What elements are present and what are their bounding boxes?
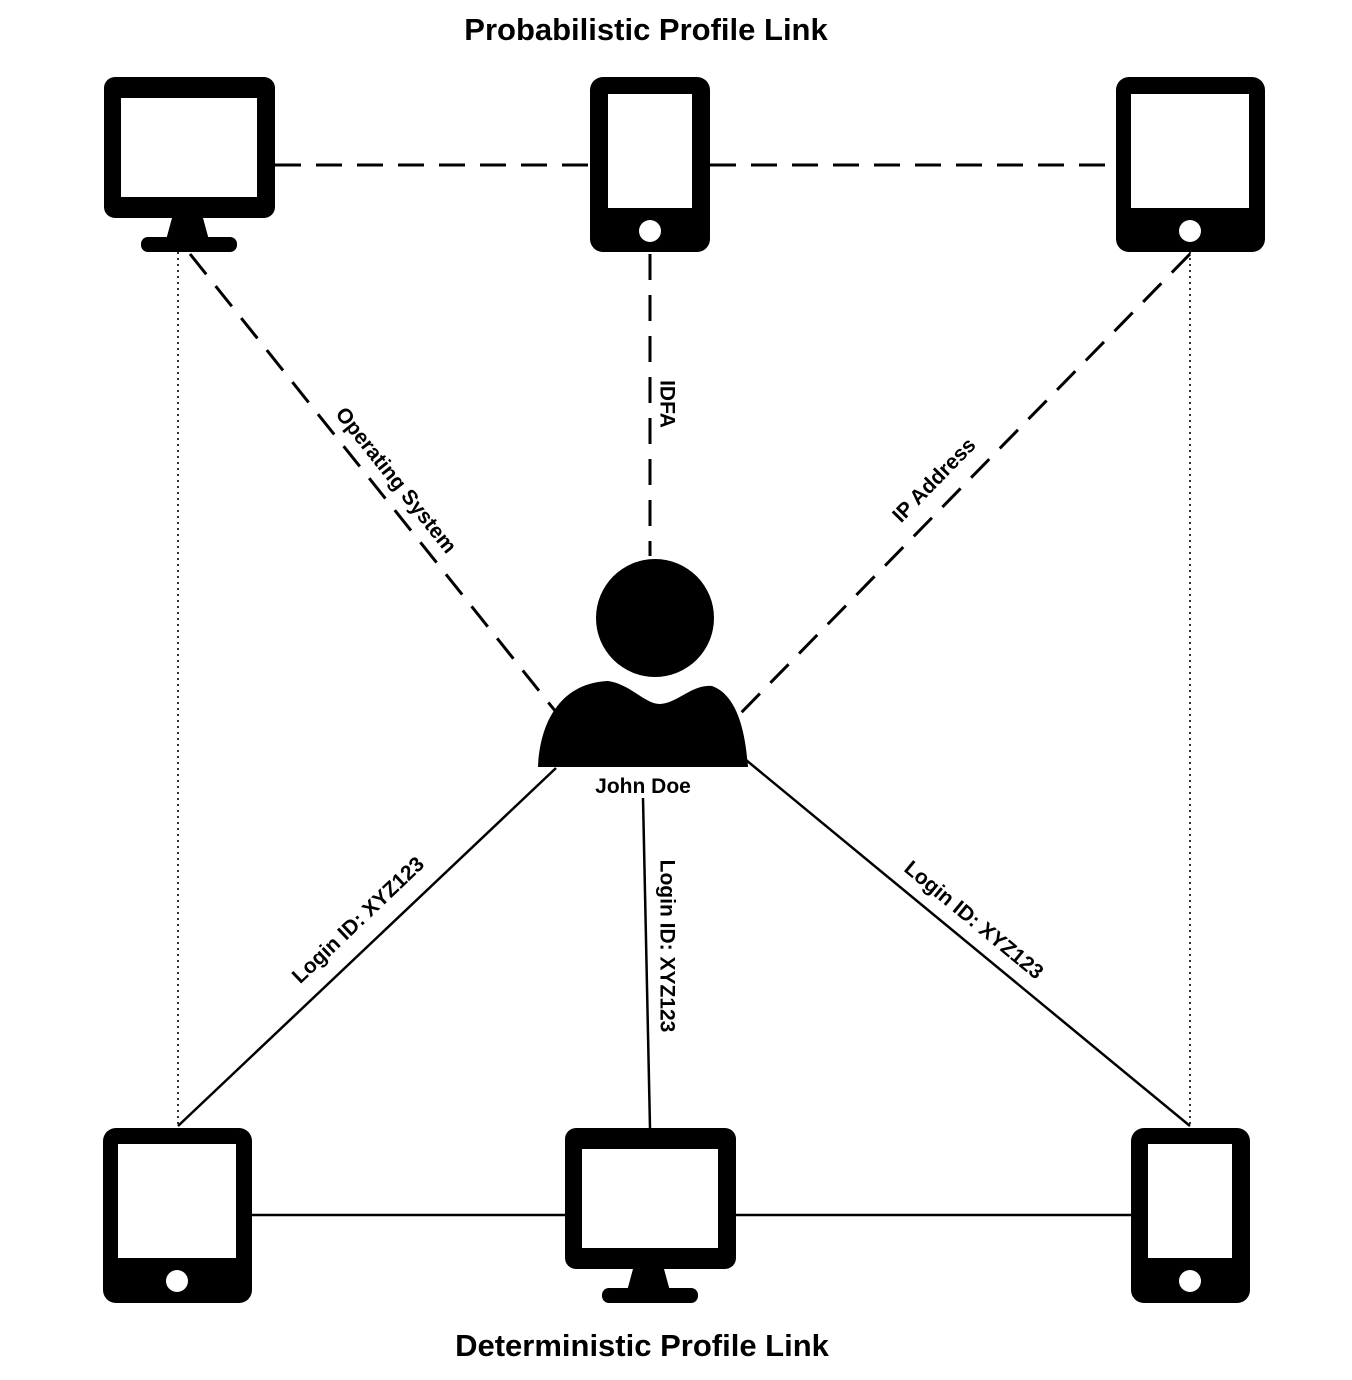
login-id-label-desktop: Login ID: XYZ123 [655, 860, 678, 1033]
login-id-label-phone: Login ID: XYZ123 [900, 856, 1048, 984]
tablet-icon [1116, 77, 1265, 252]
login-id-label-tablet: Login ID: XYZ123 [288, 853, 429, 989]
idfa-label: IDFA [655, 380, 678, 428]
phone-icon [590, 77, 710, 252]
login-id-link-tablet [177, 767, 557, 1127]
operating-system-link [188, 253, 558, 713]
operating-system-label: Operating System [331, 403, 461, 558]
ip-address-link [734, 252, 1192, 720]
login-id-link-desktop [641, 797, 652, 1129]
desktop-icon [104, 77, 275, 252]
user-name: John Doe [595, 775, 691, 798]
ip-address-label: IP Address [888, 434, 980, 528]
deterministic-title: Deterministic Profile Link [455, 1328, 830, 1363]
tablet-icon [103, 1128, 252, 1303]
desktop-icon [565, 1128, 736, 1303]
probabilistic-title: Probabilistic Profile Link [464, 12, 828, 47]
user-icon [538, 559, 748, 767]
phone-icon [1131, 1128, 1250, 1303]
login-id-link-phone [745, 759, 1191, 1127]
